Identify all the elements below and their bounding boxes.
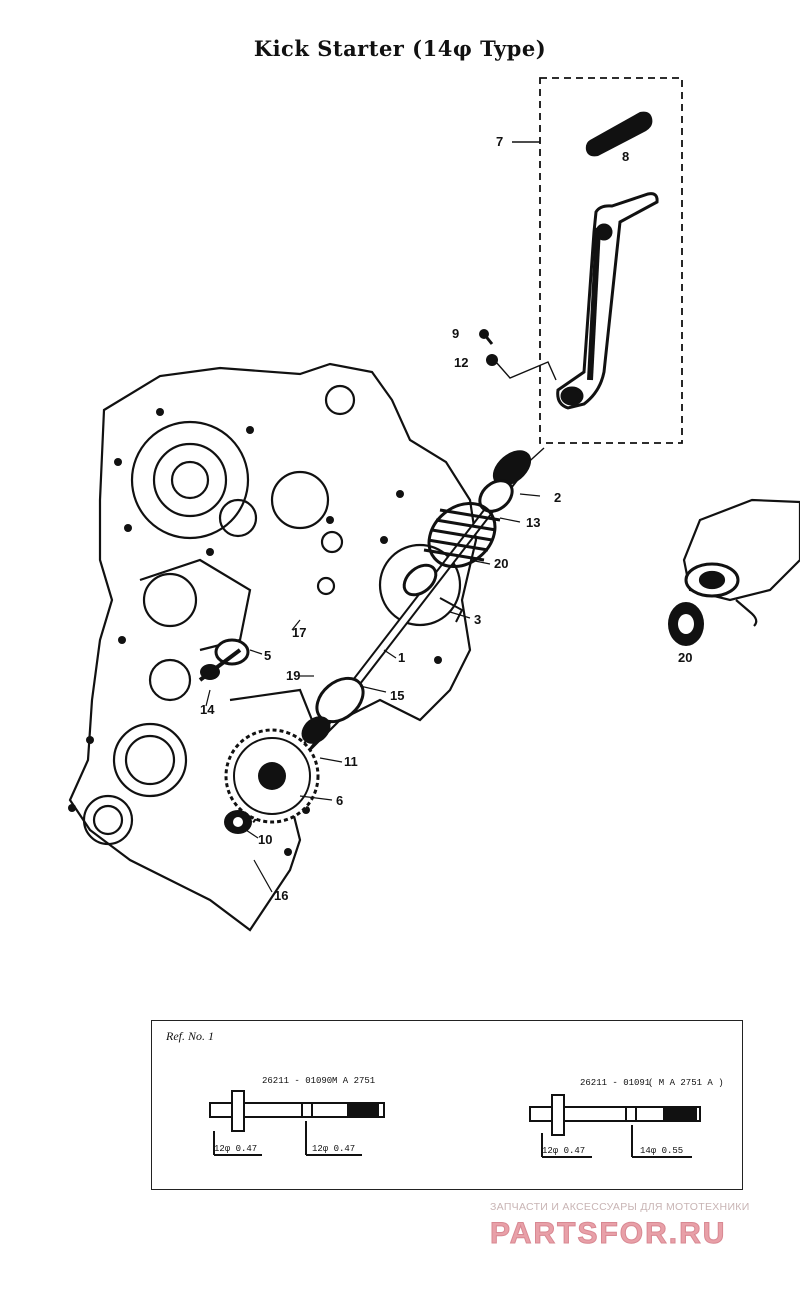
callout-6: 6 bbox=[336, 793, 343, 808]
ref-detail-box: Ref. No. 1 26211 - 01090 M A 2751 12φ 0.… bbox=[151, 1020, 743, 1190]
callout-20-left: 20 bbox=[494, 556, 508, 571]
callout-13: 13 bbox=[526, 515, 540, 530]
callout-14: 14 bbox=[200, 702, 215, 717]
callout-19: 19 bbox=[286, 668, 300, 683]
lever-assembly-box bbox=[539, 77, 683, 444]
callout-16: 16 bbox=[274, 888, 288, 903]
callout-10: 10 bbox=[258, 832, 272, 847]
ref-left-dim1: 12φ 0.47 bbox=[214, 1144, 257, 1154]
callout-3: 3 bbox=[474, 612, 481, 627]
ref-shaft-left bbox=[209, 1090, 385, 1156]
page-title: Kick Starter (14φ Type) bbox=[253, 36, 547, 61]
callout-2: 2 bbox=[554, 490, 561, 505]
callout-12: 12 bbox=[454, 355, 468, 370]
kick-lever bbox=[556, 192, 659, 410]
callout-20-right: 20 bbox=[678, 650, 692, 665]
kick-gear bbox=[224, 728, 320, 824]
spring-washer bbox=[402, 563, 464, 623]
ratchet bbox=[301, 676, 365, 744]
ref-right-dim2: 14φ 0.55 bbox=[640, 1146, 683, 1156]
ref-left-number: 26211 - 01090 bbox=[262, 1076, 332, 1086]
callout-9: 9 bbox=[452, 326, 459, 341]
idle-gear bbox=[198, 638, 250, 682]
exploded-diagram: 7 8 9 12 2 13 20 3 17 5 1 19 15 14 11 6 … bbox=[68, 77, 800, 932]
kick-nut bbox=[224, 810, 252, 834]
ref-left-code: M A 2751 bbox=[332, 1076, 375, 1086]
ref-left-dim2: 12φ 0.47 bbox=[312, 1144, 355, 1154]
ref-right-code: ( M A 2751 A ) bbox=[648, 1078, 724, 1088]
callout-7: 7 bbox=[496, 134, 503, 149]
watermark-tagline: ЗАПЧАСТИ И АКСЕССУАРЫ ДЛЯ МОТОТЕХНИКИ bbox=[490, 1201, 750, 1213]
ref-shaft-right bbox=[529, 1094, 701, 1158]
ref-right-dim1: 12φ 0.47 bbox=[542, 1146, 585, 1156]
callout-1: 1 bbox=[398, 650, 405, 665]
callout-11: 11 bbox=[344, 754, 358, 769]
watermark-logo-text: PARTSFOR.RU bbox=[490, 1217, 726, 1249]
side-cover-part bbox=[682, 498, 800, 627]
watermark-logo: PARTSFOR.RU bbox=[490, 1217, 726, 1250]
oil-seal bbox=[668, 602, 704, 646]
callout-17: 17 bbox=[292, 625, 306, 640]
callout-5: 5 bbox=[264, 648, 271, 663]
spring-guide bbox=[478, 450, 532, 513]
kick-spring bbox=[423, 501, 501, 569]
crankcase bbox=[68, 362, 478, 932]
kick-rubber bbox=[585, 111, 653, 157]
callout-15: 15 bbox=[390, 688, 404, 703]
ref-right-number: 26211 - 01091 bbox=[580, 1078, 650, 1088]
callout-8: 8 bbox=[622, 149, 629, 164]
ref-label: Ref. No. 1 bbox=[166, 1029, 214, 1043]
